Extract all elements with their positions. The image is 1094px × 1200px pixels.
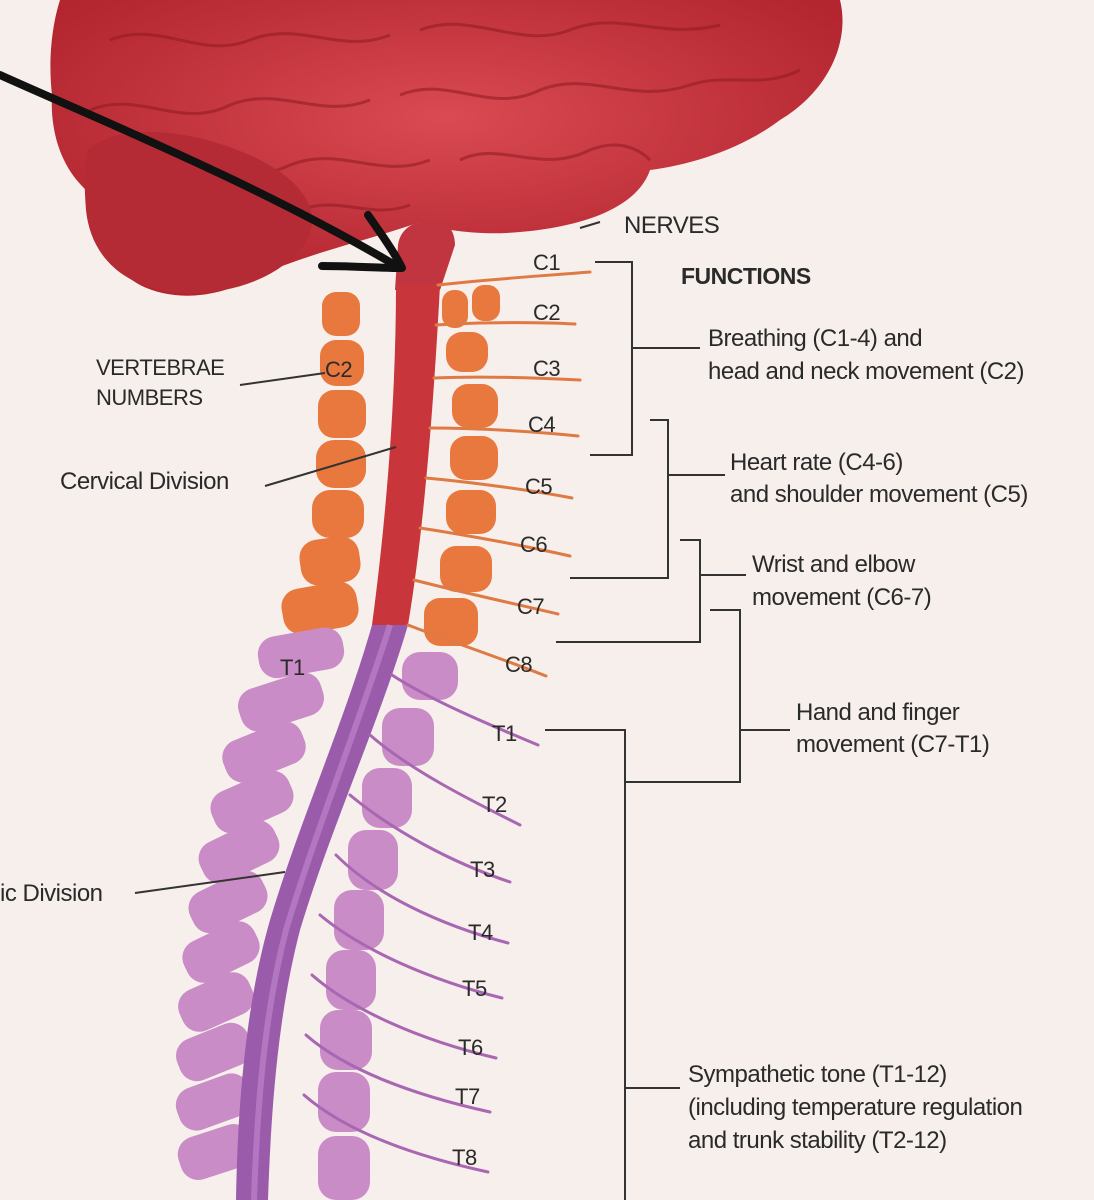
cord-thoracic	[236, 625, 408, 1200]
nerve-label-t3: T3	[470, 857, 495, 882]
nerve-label-t6: T6	[458, 1035, 483, 1060]
nerve-label-t4: T4	[468, 920, 493, 945]
vertebra	[175, 1022, 253, 1082]
cerebellum	[84, 131, 313, 294]
vertebra	[257, 627, 345, 679]
nerve-label-c6: C6	[520, 532, 547, 557]
vertebra	[320, 340, 364, 386]
cervical-nerve-labels: C1 C2 C3 C4 C5 C6 C7 C8	[505, 250, 561, 677]
vertebra	[452, 384, 498, 428]
vertebra	[446, 490, 496, 534]
vertebra	[322, 292, 360, 336]
functions-heading: FUNCTIONS	[681, 263, 811, 289]
nerve-roots	[302, 270, 592, 1174]
nerve-label-c5: C5	[525, 474, 552, 499]
vertebra	[198, 820, 280, 884]
nerve-label-t5: T5	[462, 976, 487, 1001]
nerve-label-c1: C1	[533, 250, 560, 275]
vertebrae-right	[318, 285, 500, 1200]
vertebrae-numbers-label-1: VERTEBRAE	[96, 355, 224, 380]
function-wrist-line1: Wrist and elbow	[752, 551, 916, 578]
vertebra-t1-label: T1	[280, 655, 305, 680]
function-hand-line1: Hand and finger	[796, 699, 960, 726]
thoracic-nerve-roots	[302, 673, 540, 1174]
function-wrist-line2: movement (C6-7)	[752, 584, 931, 611]
function-sympathetic-line2: (including temperature regulation	[688, 1094, 1022, 1121]
vertebra	[175, 1073, 253, 1131]
vertebra	[210, 770, 294, 834]
brain	[50, 0, 843, 296]
vertebra	[182, 921, 260, 983]
cervical-division-label: Cervical Division	[60, 468, 229, 495]
vertebra	[450, 436, 498, 480]
function-hand-line2: movement (C7-T1)	[796, 731, 989, 758]
vertebra	[222, 721, 306, 783]
function-breathing-line1: Breathing (C1-4) and	[708, 325, 922, 352]
function-heart-rate-line1: Heart rate (C4-6)	[730, 449, 903, 476]
vertebrae-numbers-label-2: NUMBERS	[96, 385, 203, 410]
vertebra	[382, 708, 434, 766]
nerve-label-t1: T1	[492, 721, 517, 746]
vertebra	[402, 652, 458, 700]
function-breathing-line2: head and neck movement (C2)	[708, 358, 1024, 385]
vertebra-c2-label: C2	[325, 357, 352, 382]
leader-lines	[134, 372, 397, 894]
nerve-label-c4: C4	[528, 412, 555, 437]
spinal-cord	[236, 285, 440, 1200]
vertebra	[442, 290, 468, 328]
nerve-label-c2: C2	[533, 300, 560, 325]
function-heart-rate-line2: and shoulder movement (C5)	[730, 481, 1028, 508]
vertebra	[318, 1072, 370, 1132]
vertebra	[237, 672, 325, 732]
vertebra	[446, 332, 488, 372]
nerve-label-t7: T7	[455, 1084, 480, 1109]
vertebra	[188, 870, 268, 934]
nerve-label-c3: C3	[533, 356, 560, 381]
function-brackets	[545, 221, 790, 1200]
vertebra	[318, 390, 366, 438]
vertebra	[348, 830, 398, 890]
nerves-heading: NERVES	[624, 212, 719, 239]
nerve-label-t8: T8	[452, 1145, 477, 1170]
vertebra	[177, 1124, 255, 1180]
thoracic-division-label: ic Division	[0, 880, 103, 907]
vertebra	[424, 598, 478, 646]
brainstem	[395, 219, 455, 290]
function-descriptions: Breathing (C1-4) and head and neck movem…	[688, 325, 1028, 1154]
vertebra	[281, 581, 359, 635]
vertebra	[318, 1136, 370, 1200]
function-sympathetic-line3: and trunk stability (T2-12)	[688, 1127, 947, 1154]
vertebrae-left	[175, 292, 366, 1180]
cervical-nerve-roots	[406, 270, 592, 678]
nerve-label-c8: C8	[505, 652, 532, 677]
cord-cervical	[372, 285, 440, 625]
function-sympathetic-line1: Sympathetic tone (T1-12)	[688, 1061, 947, 1088]
nerve-label-t2: T2	[482, 792, 507, 817]
vertebra	[178, 972, 254, 1032]
vertebra	[362, 768, 412, 828]
thoracic-nerve-labels: T1 T2 T3 T4 T5 T6 T7 T8	[452, 721, 517, 1170]
nerve-label-c7: C7	[517, 594, 544, 619]
vertebra	[312, 490, 364, 538]
vertebra	[299, 536, 361, 586]
vertebra	[440, 546, 492, 592]
vertebra	[472, 285, 500, 321]
pointer-arrow	[0, 71, 406, 272]
